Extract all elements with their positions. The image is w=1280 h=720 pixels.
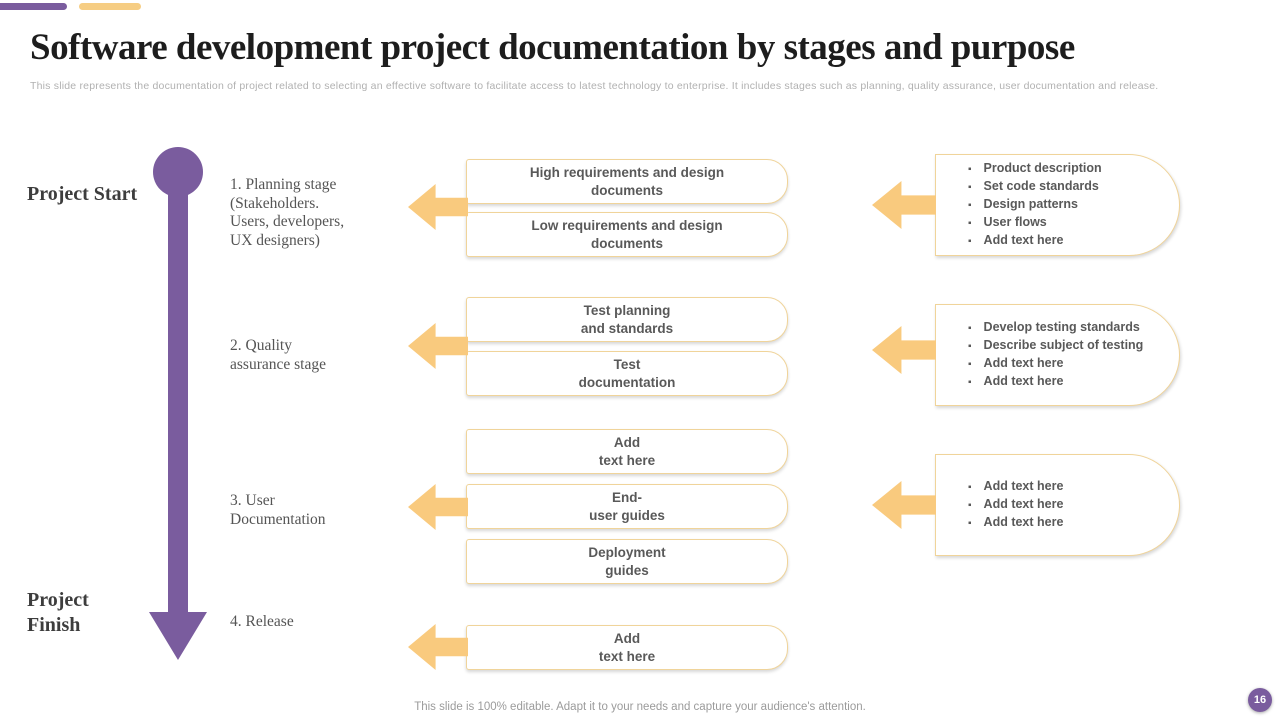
doc-box-test-planning: Test planning and standards bbox=[466, 297, 788, 342]
bullet-item: ▪ Add text here bbox=[968, 478, 1179, 496]
bullet-text: Add text here bbox=[983, 374, 1064, 388]
bullet-text: Add text here bbox=[983, 497, 1064, 511]
doc-box-low-requirements: Low requirements and design documents bbox=[466, 212, 788, 257]
bullet-text: Set code standards bbox=[983, 179, 1099, 193]
bullet-text: Develop testing standards bbox=[983, 320, 1140, 334]
bullet-text: Design patterns bbox=[983, 197, 1079, 211]
timeline-start-label: Project Start bbox=[27, 183, 138, 205]
bullet-dot-icon: ▪ bbox=[968, 359, 972, 370]
arrow-left-icon bbox=[408, 624, 468, 670]
doc-box-deployment-guides: Deployment guides bbox=[466, 539, 788, 584]
bullet-dot-icon: ▪ bbox=[968, 323, 972, 334]
bullet-item: ▪ Add text here bbox=[968, 514, 1179, 532]
page-subtitle: This slide represents the documentation … bbox=[30, 80, 1159, 92]
bullet-dot-icon: ▪ bbox=[968, 236, 972, 247]
bullet-item: ▪ Add text here bbox=[968, 355, 1179, 373]
bullet-item: ▪ Set code standards bbox=[968, 178, 1179, 196]
accent-bar-purple bbox=[0, 3, 67, 10]
arrow-left-icon bbox=[408, 484, 468, 530]
bullet-item: ▪ Design patterns bbox=[968, 196, 1179, 214]
arrow-left-icon bbox=[872, 181, 936, 229]
arrow-left-icon bbox=[408, 323, 468, 369]
stage-label-quality-assurance: 2. Quality assurance stage bbox=[230, 337, 326, 373]
purpose-box-quality-assurance: ▪ Develop testing standards ▪ Describe sub… bbox=[935, 304, 1180, 406]
arrow-left-icon bbox=[872, 481, 936, 529]
bullet-dot-icon: ▪ bbox=[968, 377, 972, 388]
timeline-finish-label: Project Finish bbox=[27, 589, 89, 636]
bullet-text: Describe subject of testing bbox=[983, 338, 1144, 352]
bullet-text: Product description bbox=[983, 161, 1102, 175]
doc-box-test-documentation: Test documentation bbox=[466, 351, 788, 396]
bullet-dot-icon: ▪ bbox=[968, 500, 972, 511]
bullet-text: Add text here bbox=[983, 515, 1064, 529]
bullet-dot-icon: ▪ bbox=[968, 518, 972, 529]
stage-label-planning: 1. Planning stage (Stakeholders. Users, … bbox=[230, 176, 345, 249]
bullet-item: ▪ Add text here bbox=[968, 232, 1179, 250]
arrow-left-icon bbox=[872, 326, 936, 374]
timeline-line bbox=[168, 170, 188, 612]
bullet-item: ▪ Add text here bbox=[968, 496, 1179, 514]
bullet-text: Add text here bbox=[983, 479, 1064, 493]
purpose-box-user-documentation: ▪ Add text here ▪ Add text here ▪ Add text … bbox=[935, 454, 1180, 556]
arrow-left-icon bbox=[408, 184, 468, 230]
bullet-dot-icon: ▪ bbox=[968, 482, 972, 493]
bullet-dot-icon: ▪ bbox=[968, 200, 972, 211]
slide-footer-note: This slide is 100% editable. Adapt it to… bbox=[414, 701, 866, 713]
doc-box-add-text: Add text here bbox=[466, 429, 788, 474]
bullet-item: ▪ User flows bbox=[968, 214, 1179, 232]
doc-box-release-add-text: Add text here bbox=[466, 625, 788, 670]
bullet-item: ▪ Product description bbox=[968, 160, 1179, 178]
bullet-dot-icon: ▪ bbox=[968, 164, 972, 175]
bullet-dot-icon: ▪ bbox=[968, 218, 972, 229]
page-title: Software development project documentati… bbox=[30, 27, 1075, 68]
bullet-item: ▪ Describe subject of testing bbox=[968, 337, 1179, 355]
bullet-text: User flows bbox=[983, 215, 1047, 229]
accent-bar-yellow bbox=[79, 3, 141, 10]
bullet-dot-icon: ▪ bbox=[968, 341, 972, 352]
bullet-item: ▪ Add text here bbox=[968, 373, 1179, 391]
doc-box-end-user-guides: End- user guides bbox=[466, 484, 788, 529]
bullet-item: ▪ Develop testing standards bbox=[968, 319, 1179, 337]
bullet-text: Add text here bbox=[983, 233, 1064, 247]
stage-label-user-documentation: 3. User Documentation bbox=[230, 492, 326, 528]
page-number-badge: 16 bbox=[1248, 688, 1272, 712]
timeline-arrowhead-icon bbox=[149, 612, 207, 660]
doc-box-high-requirements: High requirements and design documents bbox=[466, 159, 788, 204]
purpose-box-planning: ▪ Product description ▪ Set code standards… bbox=[935, 154, 1180, 256]
bullet-dot-icon: ▪ bbox=[968, 182, 972, 193]
bullet-text: Add text here bbox=[983, 356, 1064, 370]
stage-label-release: 4. Release bbox=[230, 613, 294, 630]
